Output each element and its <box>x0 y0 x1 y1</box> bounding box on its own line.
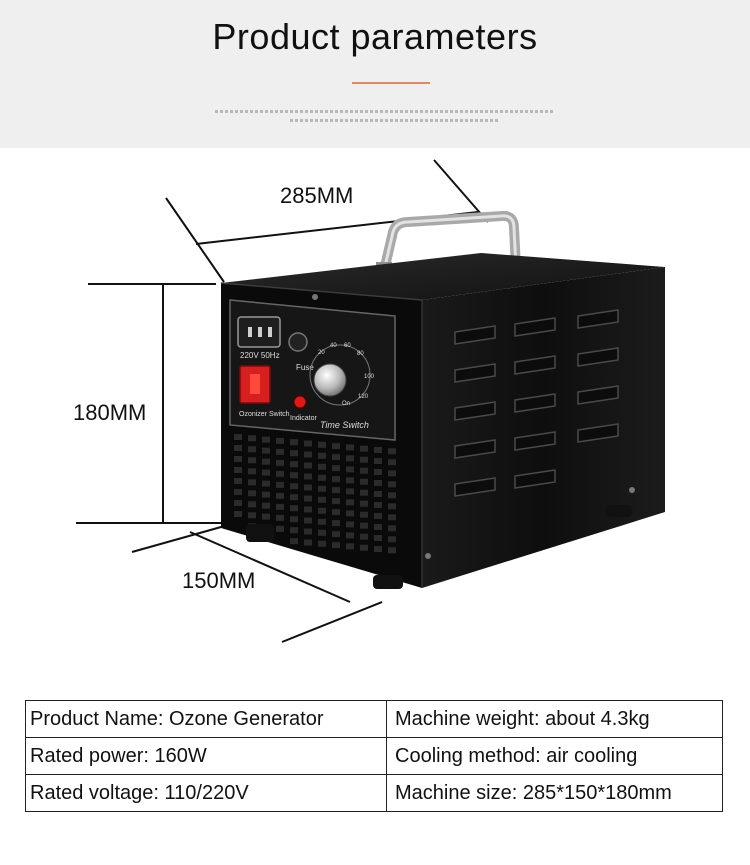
title-underline <box>352 82 430 84</box>
fuse-label: Fuse <box>296 363 314 372</box>
time-switch-label: Time Switch <box>320 420 369 430</box>
ozonizer-switch-label: Ozonizer Switch <box>239 411 290 418</box>
table-row: Product Name: Ozone Generator Machine we… <box>25 700 723 738</box>
specification-table: Product Name: Ozone Generator Machine we… <box>25 700 723 812</box>
spec-cell: Cooling method: air cooling <box>386 737 723 775</box>
case-top <box>221 253 665 300</box>
voltage-label: 220V 50Hz <box>240 351 280 360</box>
front-vent-grid <box>234 434 396 554</box>
table-row: Rated power: 160W Cooling method: air co… <box>25 737 723 775</box>
dial-tick: 40 <box>330 343 337 349</box>
side-louvers <box>454 309 619 497</box>
indicator-light <box>293 395 307 409</box>
timer-knob <box>313 363 347 397</box>
foot <box>606 505 632 517</box>
subtitle-decoration <box>215 110 555 113</box>
dial-tick: 60 <box>344 343 351 349</box>
dial-tick: 120 <box>358 394 369 400</box>
spec-cell: Product Name: Ozone Generator <box>25 700 387 738</box>
spec-cell: Rated power: 160W <box>25 737 387 775</box>
foot <box>373 575 403 589</box>
fuse-holder <box>288 332 308 352</box>
spec-cell: Machine weight: about 4.3kg <box>386 700 723 738</box>
spec-cell: Machine size: 285*150*180mm <box>386 774 723 812</box>
table-row: Rated voltage: 110/220V Machine size: 28… <box>25 774 723 812</box>
dial-tick: 20 <box>318 350 325 356</box>
width-dimension-label: 150MM <box>182 568 256 593</box>
dial-tick: On <box>342 401 350 407</box>
height-dimension-label: 180MM <box>73 400 147 425</box>
length-extension-right <box>433 159 489 223</box>
ozone-generator-illustration: 220V 50Hz Fuse Ozonizer Switch Indicator… <box>76 159 665 643</box>
length-dimension-label: 285MM <box>280 183 354 208</box>
dial-tick: 80 <box>357 351 364 357</box>
foot <box>246 524 274 542</box>
indicator-label: Indicator <box>290 415 318 422</box>
dial-tick: 100 <box>364 374 375 380</box>
case-side <box>422 267 665 588</box>
width-dimension-line <box>189 531 351 603</box>
subtitle-decoration-2 <box>290 119 500 122</box>
timer-dial-ring <box>309 344 371 406</box>
length-extension-left <box>165 197 225 283</box>
width-extension-right <box>281 601 383 643</box>
page-title: Product parameters <box>212 16 538 57</box>
product-figure: 220V 50Hz Fuse Ozonizer Switch Indicator… <box>0 148 750 688</box>
header-band: Product parameters <box>0 0 750 148</box>
spec-cell: Rated voltage: 110/220V <box>25 774 387 812</box>
